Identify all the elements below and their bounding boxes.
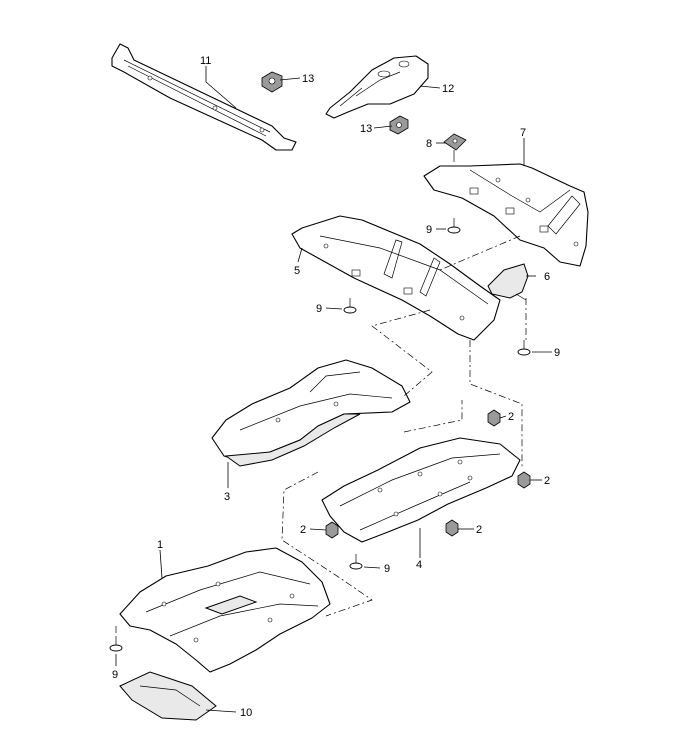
part-8-clip [443,133,467,162]
callout-10: 10 [240,707,252,719]
part-11-crossmember-bracket [111,43,297,151]
callout-3: 3 [224,491,230,503]
fastener-9-e [109,636,123,652]
fastener-2-b [517,471,531,489]
callout-2-b: 2 [544,475,550,487]
callout-2-c: 2 [300,524,306,536]
alignment-lines [115,235,527,636]
part-13-mount-lower [389,115,409,135]
fastener-2-d [445,519,459,537]
callout-1: 1 [157,539,163,551]
part-7-rear-underbody-panel [423,163,589,267]
callout-7: 7 [520,127,526,139]
callout-9-d: 9 [384,563,390,575]
leader-lines [115,66,552,713]
callout-4: 4 [416,559,422,571]
fastener-9-b [343,298,357,314]
callout-labels: 11 13 12 13 8 7 9 5 6 9 9 2 2 3 2 2 1 4 … [112,55,560,719]
callout-9-e: 9 [112,669,118,681]
callout-2-a: 2 [508,411,514,423]
callout-12: 12 [442,83,454,95]
fastener-9-a [447,218,461,234]
part-12-silencer [325,55,429,119]
part-1-front-underbody-panel [119,547,331,673]
callout-8: 8 [426,138,432,150]
fastener-2-c [325,521,339,539]
callout-6: 6 [544,271,550,283]
fastener-2-a [487,409,501,427]
part-3-middle-panel [211,359,411,467]
callout-2-d: 2 [476,524,482,536]
part-4-right-underbody-panel [321,437,521,543]
part-13-mount-upper [261,71,283,93]
part-5-center-panel [291,215,501,341]
fastener-9-c [517,340,531,356]
callout-13-lower: 13 [360,123,372,135]
callout-13-upper: 13 [302,73,314,85]
fastener-9-d [349,554,363,570]
callout-9-b: 9 [316,303,322,315]
callout-11: 11 [200,55,211,67]
callout-5: 5 [294,265,300,277]
callout-9-a: 9 [426,224,432,236]
callout-9-c: 9 [554,347,560,359]
part-10-front-shield [119,671,217,721]
part-6-side-bracket [487,263,529,301]
